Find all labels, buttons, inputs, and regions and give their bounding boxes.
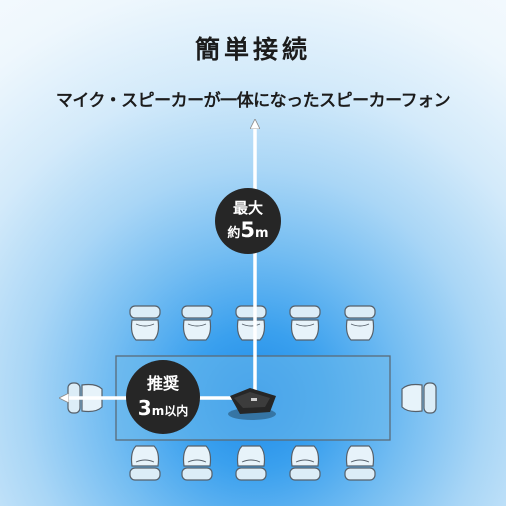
chair (235, 305, 267, 341)
max-range-label: 最大 (232, 198, 263, 217)
speakerphone-device-icon (228, 388, 276, 420)
chair (401, 382, 437, 414)
page-title: 簡単接続 (194, 35, 311, 64)
chair (344, 445, 376, 481)
chair (181, 305, 213, 341)
recommended-range-label: 推奨 (146, 374, 179, 394)
page-subtitle: マイク・スピーカーが一体になったスピーカーフォン (55, 91, 451, 111)
chair (235, 445, 267, 481)
max-range-value: 5 (240, 218, 256, 243)
chair (129, 445, 161, 481)
chair (181, 445, 213, 481)
max-range-badge: 最大 約5m (215, 188, 281, 254)
chair (344, 305, 376, 341)
max-range-prefix: 約 (227, 226, 241, 242)
recommended-range-badge: 推奨 3m以内 (126, 360, 200, 434)
recommended-range-unit: m以内 (151, 403, 189, 418)
chair (289, 445, 321, 481)
recommended-range-value: 3 (137, 395, 152, 420)
max-range-unit: m (255, 226, 269, 242)
chair (129, 305, 161, 341)
chair (289, 305, 321, 341)
